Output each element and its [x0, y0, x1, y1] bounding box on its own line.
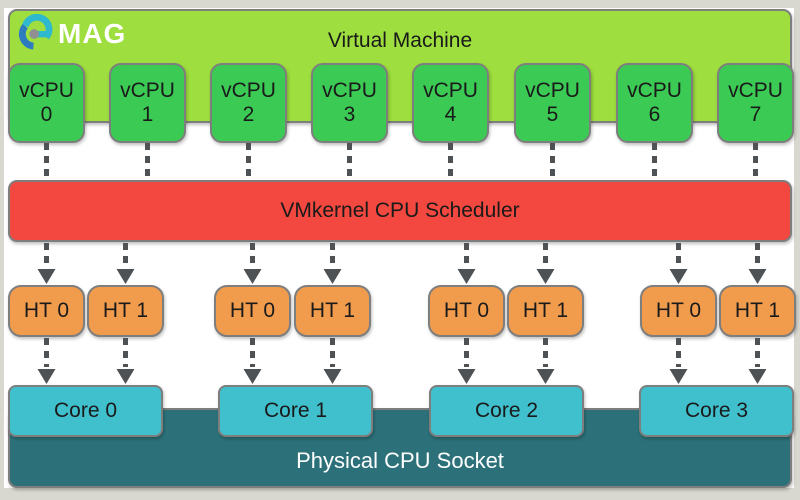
vcpu-number: 4 [444, 103, 457, 126]
vcpu-label: vCPU [120, 78, 175, 102]
vcpu-label: vCPU [525, 78, 580, 102]
vcpu-number: 3 [343, 103, 356, 126]
core-box-3: Core 3 [639, 385, 794, 437]
scheduler-bar: VMkernel CPU Scheduler [8, 180, 792, 242]
core-box-2: Core 2 [429, 385, 584, 437]
core-label: Core 1 [263, 399, 328, 422]
ht-label: HT 1 [734, 299, 781, 322]
vcpu-number: 1 [141, 103, 154, 126]
ht-label: HT 0 [23, 299, 70, 322]
ht-box-core0-0: HT 0 [8, 285, 85, 337]
vcpu-label: vCPU [221, 78, 276, 102]
core-box-0: Core 0 [8, 385, 163, 437]
vcpu-number: 2 [242, 103, 255, 126]
vcpu-number: 6 [648, 103, 661, 126]
core-box-1: Core 1 [218, 385, 373, 437]
socket-title: Physical CPU Socket [296, 448, 504, 473]
scheduler-title: VMkernel CPU Scheduler [280, 199, 520, 222]
ht-label: HT 1 [309, 299, 356, 322]
ht-box-core3-0: HT 0 [640, 285, 717, 337]
ht-box-core2-1: HT 1 [507, 285, 584, 337]
vcpu-label: vCPU [322, 78, 377, 102]
logo-teal-arc [21, 14, 53, 40]
vcpu-number: 5 [546, 103, 559, 126]
ht-label: HT 0 [443, 299, 490, 322]
ht-label: HT 0 [229, 299, 276, 322]
ht-label: HT 1 [522, 299, 569, 322]
core-label: Core 0 [53, 399, 118, 422]
vcpu-label: vCPU [423, 78, 478, 102]
virtual-machine-title: Virtual Machine [327, 29, 473, 52]
core-label: Core 3 [684, 399, 749, 422]
logo-center-dot [29, 29, 39, 39]
logo: MAG [16, 13, 126, 55]
ht-box-core1-1: HT 1 [294, 285, 371, 337]
logo-blue-arc [18, 23, 35, 50]
ht-box-core2-0: HT 0 [428, 285, 505, 337]
logo-ring-icon [18, 14, 53, 50]
vcpu-number: 0 [40, 103, 53, 126]
vcpu-label: vCPU [627, 78, 682, 102]
vcpu-number: 7 [749, 103, 762, 126]
vcpu-label: vCPU [19, 78, 74, 102]
vcpu-label: vCPU [728, 78, 783, 102]
ht-label: HT 1 [102, 299, 149, 322]
ht-box-core3-1: HT 1 [719, 285, 796, 337]
ht-label: HT 0 [655, 299, 702, 322]
logo-text: MAG [58, 18, 127, 49]
core-label: Core 2 [474, 399, 539, 422]
ht-box-core1-0: HT 0 [214, 285, 291, 337]
ht-box-core0-1: HT 1 [87, 285, 164, 337]
